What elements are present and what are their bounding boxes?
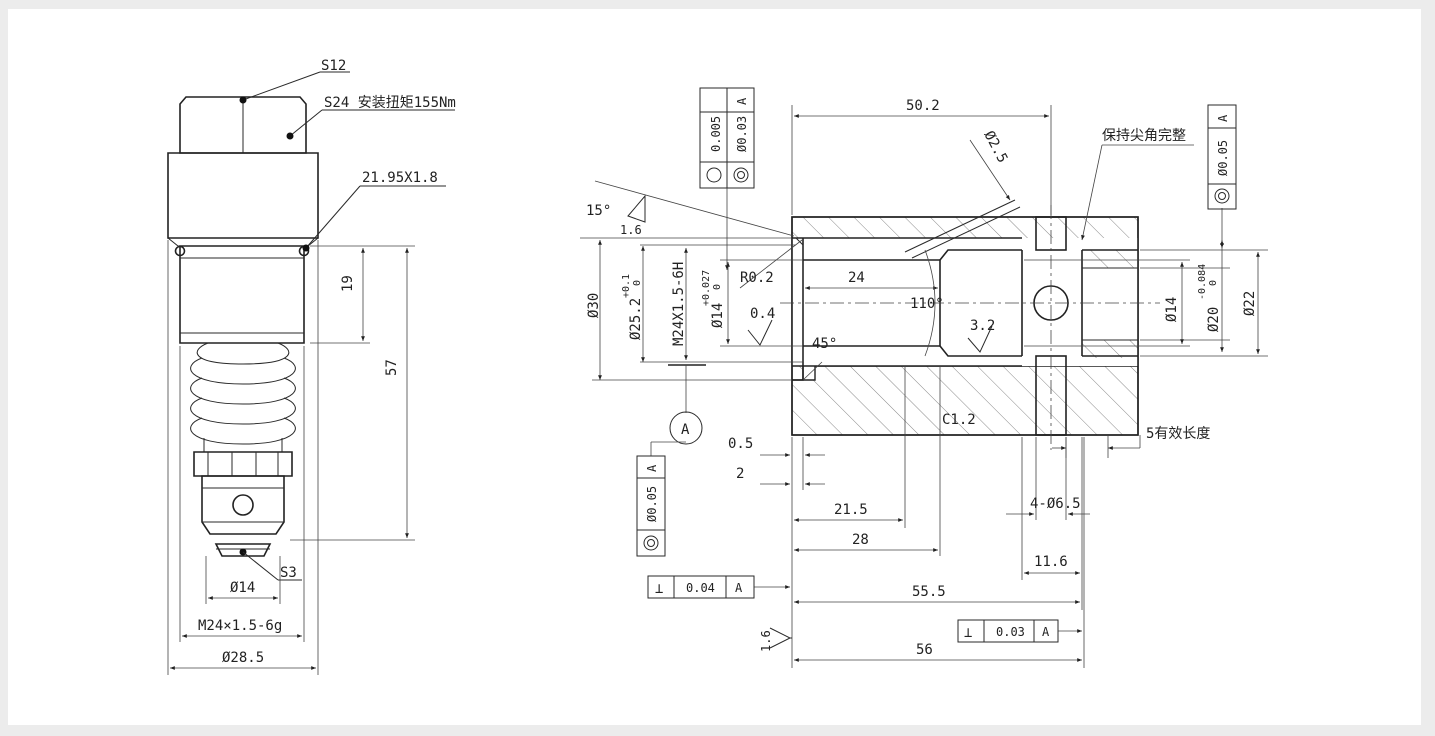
gdt-perp1-value: 0.04 bbox=[686, 581, 715, 595]
label-s3: S3 bbox=[280, 565, 297, 581]
label-c1-2: C1.2 bbox=[942, 412, 976, 428]
label-dim-57: 57 bbox=[384, 359, 400, 376]
label-55-5: 55.5 bbox=[912, 584, 946, 600]
label-holes: 4-Ø6.5 bbox=[1030, 496, 1081, 512]
label-dim-19: 19 bbox=[340, 275, 356, 292]
label-dia-2-5: Ø2.5 bbox=[980, 128, 1010, 165]
label-24: 24 bbox=[848, 270, 865, 286]
label-keep-sharp: 保持尖角完整 bbox=[1102, 128, 1186, 144]
label-tol-14-up: +0.027 bbox=[701, 270, 712, 306]
label-tol-25-low: 0 bbox=[632, 280, 643, 286]
label-tol-14-low: 0 bbox=[712, 284, 723, 290]
gdt-right-value: Ø0.05 bbox=[1216, 140, 1230, 176]
label-tol-20-up: -0.084 bbox=[1197, 264, 1208, 300]
label-s24: S24 安装扭矩155Nm bbox=[324, 95, 456, 111]
left-cartridge-view bbox=[167, 71, 455, 675]
label-28: 28 bbox=[852, 532, 869, 548]
label-thread-6h: M24X1.5-6H bbox=[671, 262, 687, 346]
label-datum-a: A bbox=[681, 422, 690, 438]
right-view-labels: 50.2 Ø2.5 保持尖角完整 15° 1.6 Ø30 Ø25.2 +0.1 … bbox=[586, 97, 1258, 658]
label-tol-25-up: +0.1 bbox=[621, 274, 632, 298]
label-rough-1-6: 1.6 bbox=[620, 223, 642, 237]
gdt-perp2-value: 0.03 bbox=[996, 625, 1025, 639]
label-rough-0-4: 0.4 bbox=[750, 306, 775, 322]
gdt-perp2-datum: A bbox=[1042, 625, 1050, 639]
label-dia-20: Ø20 bbox=[1206, 307, 1222, 332]
label-110: 110° bbox=[910, 296, 944, 312]
gdt-frame-perp-2 bbox=[957, 619, 1059, 643]
label-2: 2 bbox=[736, 466, 744, 482]
label-dia-22: Ø22 bbox=[1242, 291, 1258, 316]
gdt-frame-right bbox=[1207, 104, 1237, 210]
label-50-2: 50.2 bbox=[906, 98, 940, 114]
label-dia-14-b: Ø14 bbox=[1164, 297, 1180, 322]
gdt-frame-perp-1 bbox=[647, 575, 755, 599]
label-r0-2: R0.2 bbox=[740, 270, 774, 286]
label-56: 56 bbox=[916, 642, 933, 658]
label-body-dia: Ø28.5 bbox=[222, 650, 264, 666]
label-s12: S12 bbox=[321, 58, 346, 74]
label-dia-30: Ø30 bbox=[586, 293, 602, 318]
label-thread: M24×1.5-6g bbox=[198, 618, 282, 634]
gdt-perp1-symbol: ⊥ bbox=[655, 581, 663, 597]
label-11-6: 11.6 bbox=[1034, 554, 1068, 570]
gdt-left-datum: A bbox=[645, 464, 659, 472]
right-cavity-section bbox=[780, 199, 1160, 450]
label-21-5: 21.5 bbox=[834, 502, 868, 518]
label-eff-len: 5有效长度 bbox=[1146, 426, 1210, 442]
label-0-5: 0.5 bbox=[728, 436, 753, 452]
gdt-top-value: 0.005 bbox=[709, 116, 723, 152]
gdt-perp2-symbol: ⊥ bbox=[964, 625, 972, 641]
label-port-dia: Ø14 bbox=[230, 580, 255, 596]
gdt-right-datum: A bbox=[1216, 114, 1230, 122]
label-tol-20-low: 0 bbox=[1208, 280, 1219, 286]
label-dia-14: Ø14 bbox=[710, 303, 726, 328]
left-view-labels: S12 S24 安装扭矩155Nm 21.95X1.8 19 57 Ø14 S3… bbox=[198, 58, 456, 666]
gdt-top-datum: A bbox=[735, 97, 749, 105]
label-dia-25-2: Ø25.2 bbox=[628, 298, 644, 340]
label-rough-3-2: 3.2 bbox=[970, 318, 995, 334]
gdt-top-value2: Ø0.03 bbox=[735, 116, 749, 152]
right-dimension-lines bbox=[580, 105, 1268, 668]
gdt-frame-left bbox=[636, 455, 666, 557]
label-oring: 21.95X1.8 bbox=[362, 170, 438, 186]
gdt-left-value: Ø0.05 bbox=[645, 486, 659, 522]
label-15deg: 15° bbox=[586, 203, 611, 219]
label-45: 45° bbox=[812, 336, 837, 352]
gdt-perp1-datum: A bbox=[735, 581, 743, 595]
gdt-frame-top bbox=[699, 87, 755, 189]
label-rough-face: 1.6 bbox=[759, 630, 773, 652]
